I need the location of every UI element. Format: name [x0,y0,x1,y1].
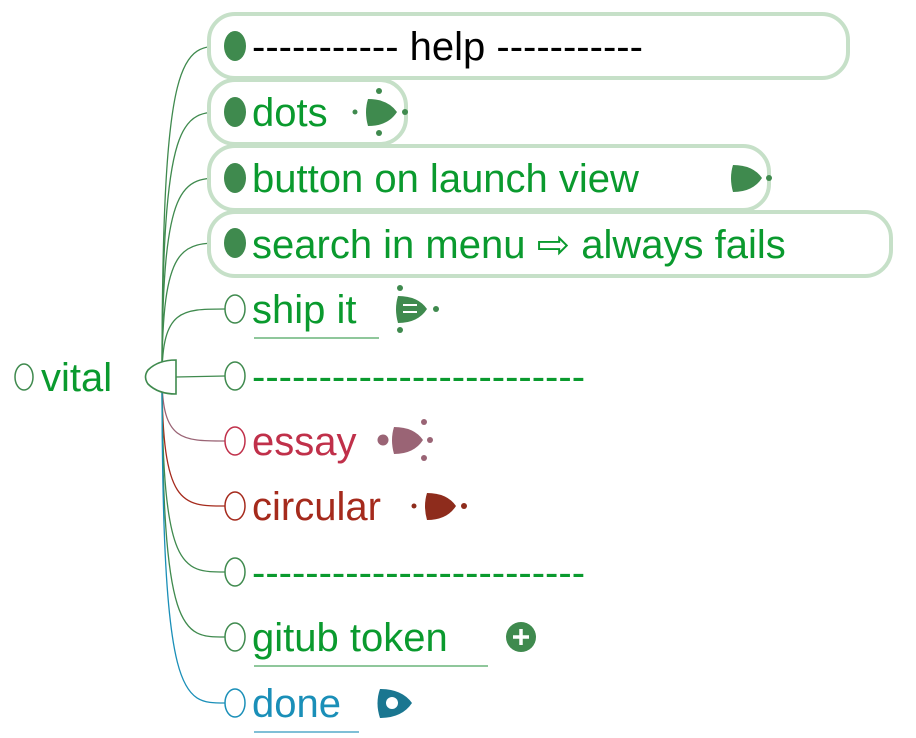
node-done[interactable]: done [224,682,413,733]
root-expand-handle[interactable] [144,359,177,395]
node-dot[interactable] [224,228,246,258]
node-pill [207,210,893,278]
node-label: dots [252,91,328,135]
node-label: ----------- help ----------- [252,25,643,69]
node-label: done [252,682,341,726]
reveal-dot-icon[interactable] [411,493,468,520]
node-label: search in menu ⇨ always fails [252,223,786,267]
connector-line [161,376,226,704]
node-dot[interactable] [224,31,246,61]
note-reveal-icon[interactable] [396,285,439,333]
node-label: ------------------------- [252,551,585,595]
node-ship-it[interactable]: ship it [224,285,439,339]
plus-circle-icon[interactable] [506,622,536,652]
node-label: gitub token [252,616,448,660]
connector-line [161,177,226,378]
reveal-dot-icon[interactable] [352,88,409,136]
reveal-dot-icon[interactable] [377,419,434,461]
node-help-separator[interactable]: ----------- help ----------- [207,12,850,80]
node-dot[interactable] [224,557,246,587]
connector-line [161,308,226,378]
node-dot[interactable] [224,622,246,652]
node-separator-1[interactable]: ------------------------- [224,355,585,399]
child-nodes: ----------- help ----------- dots button… [207,12,893,733]
connector-line [161,376,226,638]
node-pill [207,12,850,80]
connector-line [161,376,226,573]
root-node[interactable]: vital [14,356,177,400]
node-dot[interactable] [224,491,246,521]
node-button-on-launch-view[interactable]: button on launch view [207,144,772,212]
reveal-dot-icon[interactable] [731,165,772,192]
node-gitub-token[interactable]: gitub token [224,616,536,667]
node-dot[interactable] [224,426,246,456]
connector-line [161,376,226,442]
node-label: circular [252,485,381,529]
connector-line [175,375,226,378]
node-separator-2[interactable]: ------------------------- [224,551,585,595]
node-dot[interactable] [224,97,246,127]
node-label: button on launch view [252,157,639,201]
node-dot[interactable] [224,294,246,324]
node-dot[interactable] [224,361,246,391]
node-circular[interactable]: circular [224,485,468,529]
root-toggle-dot[interactable] [14,363,34,391]
ring-icon[interactable] [377,689,413,718]
node-label: essay [252,420,357,464]
node-essay[interactable]: essay [224,419,434,464]
node-dots[interactable]: dots [207,78,409,146]
node-label: ship it [252,288,357,332]
node-label: ------------------------- [252,355,585,399]
node-dot[interactable] [224,688,246,718]
node-dot[interactable] [224,163,246,193]
node-search-in-menu[interactable]: search in menu ⇨ always fails [207,210,893,278]
root-label: vital [41,356,112,400]
